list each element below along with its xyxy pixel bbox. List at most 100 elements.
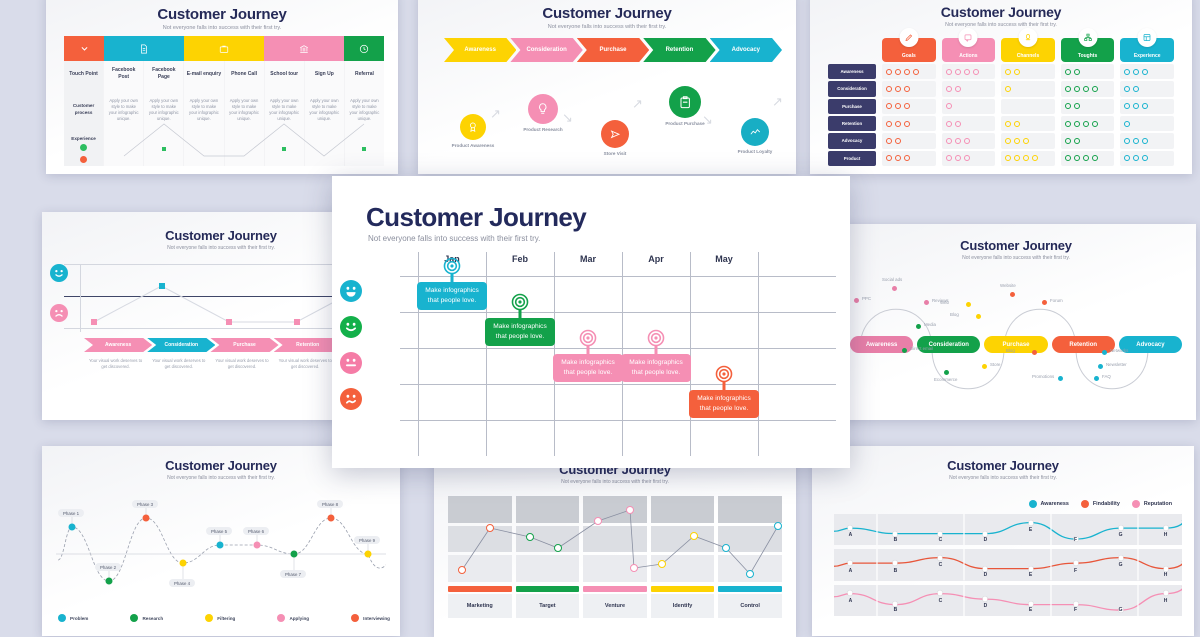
slide-mid-right[interactable]: Customer Journey Not everyone falls into… <box>836 224 1196 420</box>
category-label[interactable]: Identify <box>650 594 715 618</box>
rating-dot <box>945 155 952 162</box>
wave-node-label: F <box>1074 536 1078 543</box>
category-label[interactable]: Target <box>515 594 580 618</box>
grid-hline <box>400 384 836 385</box>
rating-dot <box>1032 155 1039 162</box>
slide-bottom-center[interactable]: Customer Journey Not everyone falls into… <box>434 452 796 637</box>
matrix-column-header[interactable]: Toughts <box>1060 28 1115 62</box>
rating-dot <box>963 155 970 162</box>
matrix-cell <box>1120 64 1174 80</box>
stage-arrow[interactable]: Purchase <box>210 338 278 352</box>
stage-chevron[interactable]: Advocacy <box>710 38 782 62</box>
wave-node <box>982 596 988 602</box>
matrix-cell <box>1060 98 1115 114</box>
row-label: Awareness <box>828 64 876 80</box>
table-header-row <box>64 36 384 61</box>
stage-description: Your visual work deserves to get discove… <box>89 358 143 370</box>
matrix-column-header[interactable]: Experience <box>1120 28 1174 62</box>
data-point-marker <box>554 544 562 552</box>
legend-item: Filtering <box>205 614 235 622</box>
callout-box[interactable]: Make infographics that people love. <box>689 390 759 419</box>
matrix-column-header[interactable]: Channels <box>1001 28 1055 62</box>
wave-node <box>1163 566 1169 572</box>
matrix-column-header[interactable]: Goals <box>882 28 936 62</box>
column-label: Goals <box>901 53 916 59</box>
category-label[interactable]: Control <box>718 594 782 618</box>
callout-box[interactable]: Make infographics that people love. <box>621 354 691 383</box>
wave-node <box>1073 536 1079 542</box>
data-point-marker <box>722 544 730 552</box>
stage-chevron[interactable]: Purchase <box>577 38 649 62</box>
wave-node <box>892 531 898 537</box>
rating-dot <box>1073 85 1080 92</box>
touchpoint-label: Reviews <box>932 298 949 303</box>
target-icon[interactable] <box>511 293 530 312</box>
journey-node[interactable]: Product Loyalty <box>728 118 782 155</box>
stage-chevron[interactable]: Awareness <box>444 38 516 62</box>
target-icon[interactable] <box>647 329 666 348</box>
stage-chevron[interactable]: Consideration <box>510 38 582 62</box>
touchpoint-label: Ecommerce <box>934 377 958 382</box>
rating-dot <box>954 120 961 127</box>
stage-pill[interactable]: Advocacy <box>1118 336 1183 353</box>
wave-node-label: E <box>1028 607 1033 614</box>
wave-path <box>834 584 1182 616</box>
target-icon[interactable] <box>443 257 462 276</box>
journey-node[interactable]: Product Research <box>516 94 570 133</box>
phase-label: Phase 5 <box>206 527 233 535</box>
phase-label: Phase 6 <box>243 527 270 535</box>
slide-top-center[interactable]: Customer Journey Not everyone falls into… <box>418 0 796 174</box>
stage-arrow[interactable]: Consideration <box>147 338 215 352</box>
mood-face-icon[interactable] <box>340 352 362 374</box>
stage-pill[interactable]: Consideration <box>917 336 981 353</box>
wave-node-label: B <box>893 567 898 574</box>
stage-arrow[interactable]: Awareness <box>84 338 152 352</box>
touchpoint-label: PPC <box>862 296 872 301</box>
month-header: Feb <box>511 254 529 264</box>
rating-dot <box>1133 68 1140 75</box>
page-subtitle: Not everyone falls into success with the… <box>547 24 667 30</box>
slide-top-left[interactable]: Customer Journey Not everyone falls into… <box>46 0 398 174</box>
stage-pill[interactable]: Purchase <box>984 336 1048 353</box>
callout-box[interactable]: Make infographics that people love. <box>417 282 487 311</box>
table-row: Purchase <box>828 98 1174 114</box>
journey-timeline-modal[interactable]: Customer Journey Not everyone falls into… <box>332 176 850 468</box>
target-icon[interactable] <box>715 365 734 384</box>
touchpoint-label: Newsletter <box>1106 362 1127 367</box>
process-cell: Apply your own style to make your infogr… <box>269 97 300 122</box>
rating-dot <box>1014 155 1021 162</box>
grid-cell <box>583 496 647 523</box>
stage-chevron[interactable]: Retention <box>643 38 715 62</box>
matrix-cell <box>1120 150 1174 166</box>
callout-box[interactable]: Make infographics that people love. <box>553 354 623 383</box>
journey-node[interactable]: Product Awareness <box>446 114 500 149</box>
category-label[interactable]: Venture <box>583 594 647 618</box>
stage-pill[interactable]: Awareness <box>850 336 914 353</box>
rating-dot <box>904 155 910 162</box>
data-point-marker <box>293 319 300 325</box>
journey-node[interactable]: Product Purchase <box>658 86 712 127</box>
slide-top-right[interactable]: Customer Journey Not everyone falls into… <box>810 0 1192 174</box>
category-label[interactable]: Marketing <box>448 594 512 618</box>
callout-box[interactable]: Make infographics that people love. <box>485 318 555 347</box>
target-icon[interactable] <box>579 329 598 348</box>
journey-node[interactable]: Store Visit <box>588 120 642 157</box>
slide-bottom-right[interactable]: Customer Journey Not everyone falls into… <box>812 446 1194 636</box>
stage-pill[interactable]: Retention <box>1051 336 1115 353</box>
rating-dot <box>954 85 961 92</box>
touchpoint-label: Sign Up <box>314 70 334 77</box>
mood-face-icon[interactable] <box>340 280 362 302</box>
mood-face-icon[interactable] <box>340 388 362 410</box>
data-point-marker <box>486 524 494 532</box>
slide-bottom-left[interactable]: Customer Journey Not everyone falls into… <box>42 446 400 636</box>
phase-dot <box>216 541 224 549</box>
stage-arrow[interactable]: Retention <box>274 338 342 352</box>
rating-dot <box>1082 120 1089 127</box>
matrix-column-header[interactable]: Actions <box>941 28 996 62</box>
mood-face-icon[interactable] <box>340 316 362 338</box>
mood-face-icon <box>50 264 68 282</box>
wave-node <box>847 560 853 566</box>
